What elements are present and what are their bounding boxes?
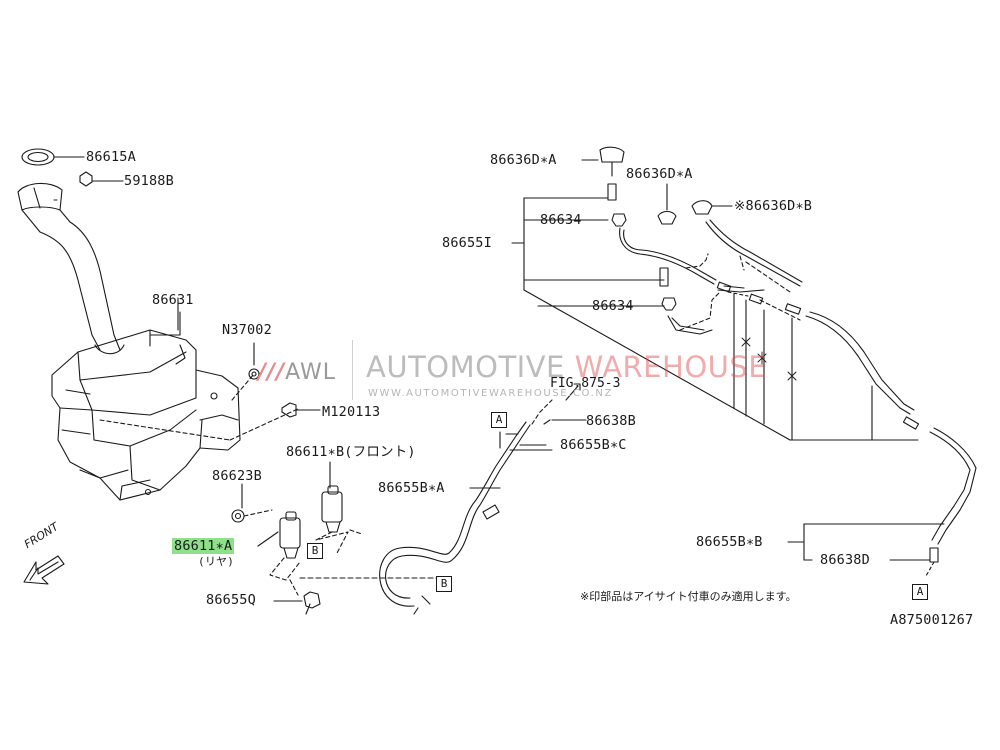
ref-box-B-2: B: [436, 576, 452, 592]
label-86655Q[interactable]: 86655Q: [206, 592, 256, 608]
drawing-code: A875001267: [890, 612, 974, 628]
label-86634-1[interactable]: 86634: [540, 212, 582, 228]
watermark-logo-slashes: ///: [258, 360, 286, 385]
washer-tank: [17, 148, 301, 501]
label-86611A-sub: (リヤ): [198, 555, 235, 568]
label-M120113[interactable]: M120113: [322, 404, 381, 420]
ref-box-A-2: A: [912, 584, 928, 600]
label-86636DA-1[interactable]: 86636D∗A: [490, 152, 557, 168]
watermark-title: AUTOMOTIVE WAREHOUSE: [366, 350, 767, 384]
watermark-title-part2: WAREHOUSE: [574, 350, 768, 384]
label-86611A[interactable]: 86611∗A: [172, 538, 235, 554]
label-86638B[interactable]: 86638B: [586, 413, 636, 429]
label-fig-ref[interactable]: FIG.875-3: [550, 376, 621, 391]
clip-and-bolt: [248, 342, 321, 418]
front-direction-arrow: [23, 555, 65, 585]
label-86655BB[interactable]: 86655B∗B: [696, 534, 763, 550]
label-86636DA-2[interactable]: 86636D∗A: [626, 166, 693, 182]
label-N37002[interactable]: N37002: [222, 322, 272, 338]
label-59188B[interactable]: 59188B: [124, 173, 174, 189]
label-86615A[interactable]: 86615A: [86, 149, 136, 165]
label-86611B[interactable]: 86611∗B(フロント): [286, 444, 416, 460]
watermark-logo: ///AWL: [258, 360, 336, 385]
applicability-note: ※印部品はアイサイト付車のみ適用します。: [580, 590, 797, 603]
label-86623B[interactable]: 86623B: [212, 468, 262, 484]
label-86636DB[interactable]: ※86636D∗B: [734, 198, 813, 214]
label-86655BA[interactable]: 86655B∗A: [378, 480, 445, 496]
rear-washer-hose: [379, 399, 553, 615]
label-86634-2[interactable]: 86634: [592, 298, 634, 314]
watermark-logo-text: AWL: [285, 360, 336, 385]
hose-assembly-right: [511, 146, 977, 577]
washer-pumps: [231, 461, 441, 615]
label-86631[interactable]: 86631: [152, 292, 194, 308]
ref-box-A-1: A: [491, 412, 507, 428]
watermark-title-part1: AUTOMOTIVE: [366, 350, 575, 384]
leader-lines: [177, 297, 661, 489]
label-86655BC[interactable]: 86655B∗C: [560, 437, 627, 453]
label-86655I[interactable]: 86655I: [442, 235, 492, 251]
watermark-url: WWW.AUTOMOTIVEWAREHOUSE.CO.NZ: [368, 388, 613, 399]
watermark-separator: [352, 340, 353, 400]
ref-box-B-1: B: [307, 543, 323, 559]
label-86638D[interactable]: 86638D: [820, 552, 870, 568]
